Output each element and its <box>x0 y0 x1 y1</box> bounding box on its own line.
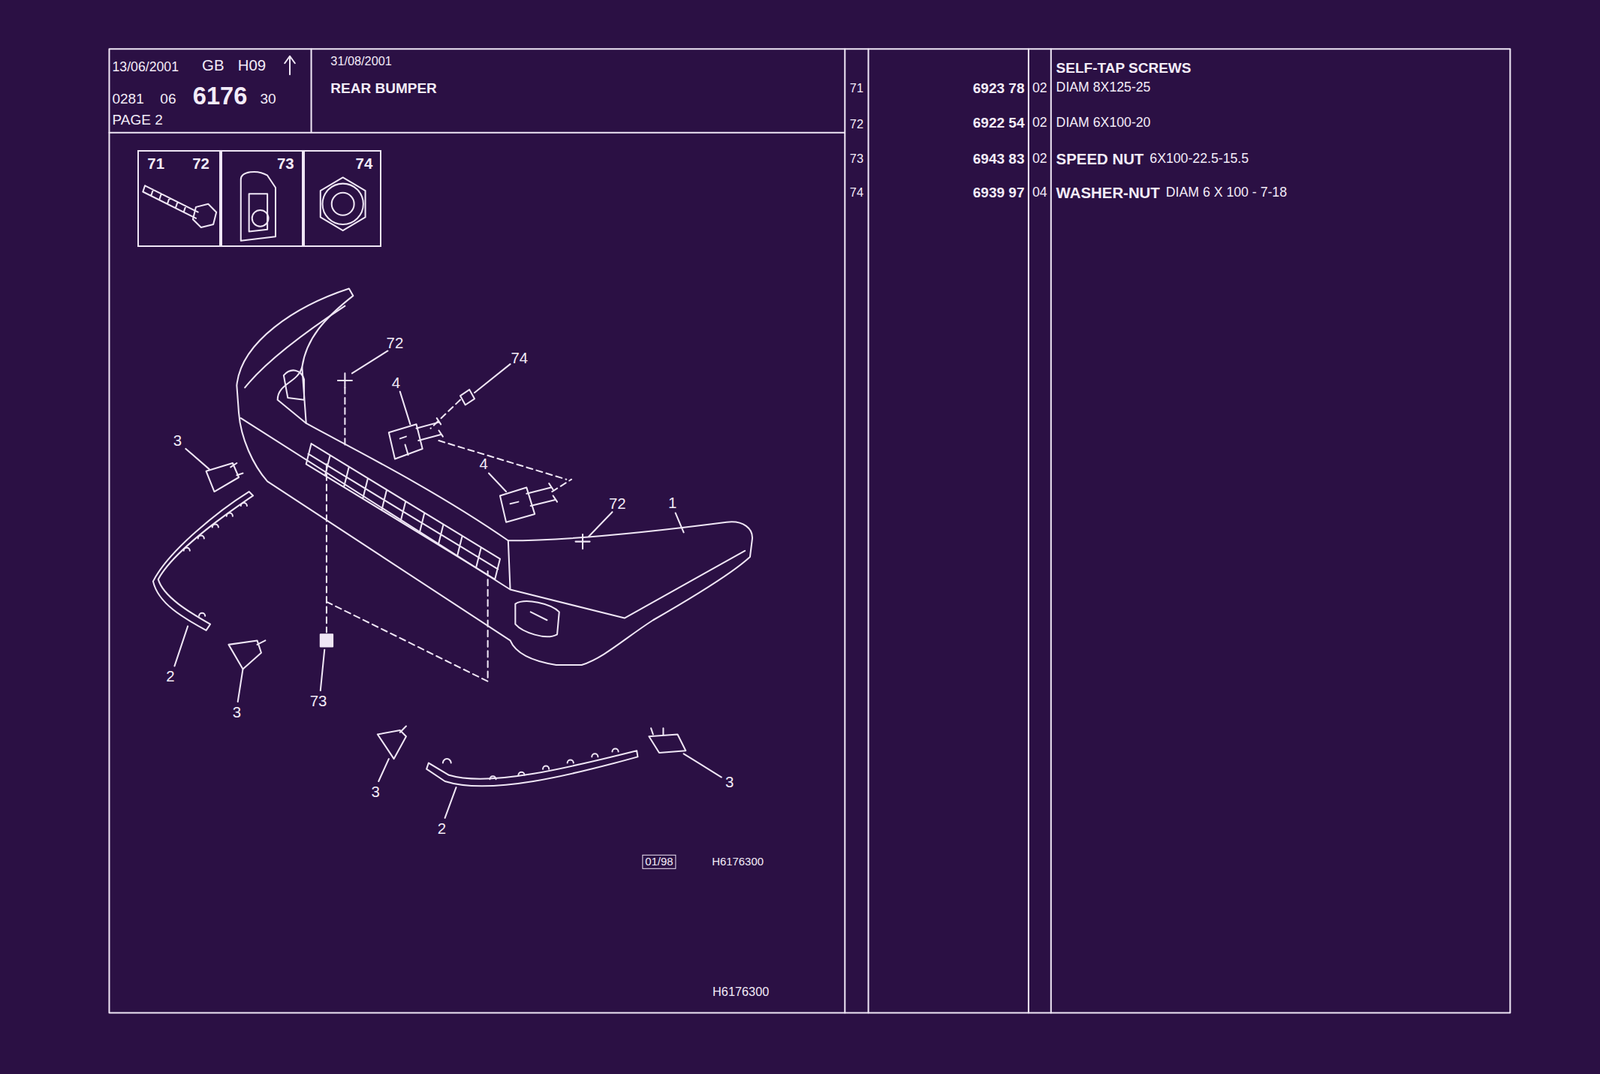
page-frame <box>108 48 1510 1013</box>
table-cell: 71 <box>849 81 864 96</box>
bumper-grille <box>306 443 501 580</box>
page-title: REAR BUMPER <box>330 81 437 97</box>
part-thumbnail: 74 <box>303 150 383 248</box>
header-text: GB <box>201 57 224 74</box>
table-cell: 6922 54 <box>973 115 1025 132</box>
table-cell: 73 <box>849 152 864 166</box>
bumper-edges <box>241 306 745 619</box>
callout-number: 72 <box>608 495 627 513</box>
screw-icon <box>142 185 198 218</box>
header-text: PAGE 2 <box>111 112 163 129</box>
callout-number: 74 <box>510 349 528 367</box>
table-cell: 72 <box>849 117 864 132</box>
callout-number: 3 <box>232 703 242 721</box>
header-text: 0281 <box>111 90 144 107</box>
table-cell: 6939 97 <box>973 184 1025 201</box>
strip-studs <box>183 503 248 617</box>
table-cell: 6943 83 <box>973 151 1025 168</box>
callout-number: 72 <box>386 334 404 351</box>
header-text: 06 <box>159 90 176 107</box>
leader-line <box>174 350 721 818</box>
drawing-code: 01/98 <box>641 855 676 869</box>
table-cell: DIAM 6X100-20 <box>1056 116 1152 131</box>
washer-nut <box>460 389 475 405</box>
nut-hole-icon <box>331 192 355 216</box>
header-text: 6176 <box>192 82 248 110</box>
table-cell: SPEED NUT <box>1056 150 1145 168</box>
part-thumbnail: 73 <box>220 150 304 248</box>
bumper-outline <box>236 289 753 666</box>
callout-number: 4 <box>479 455 489 473</box>
bracket-screws <box>416 418 443 441</box>
bumper-mount <box>283 370 305 400</box>
clip-icon <box>241 171 276 242</box>
callout-number: 3 <box>173 432 182 449</box>
strip-studs <box>442 748 619 780</box>
table-rules <box>108 48 1051 1013</box>
speed-nut <box>320 634 333 647</box>
callout-number: 1 <box>668 494 677 512</box>
trim-strip <box>153 491 254 631</box>
table-cell: 6923 78 <box>973 81 1025 97</box>
callout-number: 3 <box>370 783 380 800</box>
header-text: 30 <box>260 90 277 107</box>
callout-number: 2 <box>165 668 175 685</box>
callout-number: 73 <box>277 155 295 172</box>
callout-number: 2 <box>437 819 446 837</box>
end-clip <box>228 640 266 669</box>
trim-strip <box>426 750 638 787</box>
end-clip <box>648 728 686 754</box>
table-cell: 74 <box>849 186 864 200</box>
part-thumbnail: 71 72 <box>137 150 220 248</box>
nut-flange-icon <box>322 183 364 225</box>
callout-number: 74 <box>355 155 374 172</box>
assembly-line <box>326 387 572 681</box>
screw-mark <box>337 373 591 549</box>
table-cell: 6X100-22.5-15.5 <box>1149 151 1249 166</box>
table-cell: WASHER-NUT <box>1056 184 1161 202</box>
end-clip <box>377 726 407 760</box>
drawing-code: H6176300 <box>711 855 764 868</box>
bumper-lamp <box>515 601 559 637</box>
callout-number: 71 <box>147 155 165 172</box>
bracket-screws <box>526 483 558 507</box>
header-text: 13/06/2001 <box>111 60 179 75</box>
bracket <box>388 424 423 459</box>
callout-number: 73 <box>310 692 328 709</box>
arrow-symbol <box>284 56 296 75</box>
table-cell: DIAM 6 X 100 - 7-18 <box>1166 185 1287 200</box>
screw-head-icon <box>192 204 217 228</box>
table-cell: SELF-TAP SCREWS <box>1056 60 1192 77</box>
table-cell: 02 <box>1032 151 1048 166</box>
drawing-code: H6176300 <box>712 985 769 1000</box>
end-clip <box>206 463 244 492</box>
callout-number: 4 <box>391 373 401 391</box>
clip-nut-icon <box>252 210 269 227</box>
callout-number: 3 <box>725 774 734 791</box>
nut-icon <box>320 177 366 231</box>
table-cell: 02 <box>1032 116 1048 131</box>
header-text: 31/08/2001 <box>330 54 392 69</box>
callout-number: 72 <box>192 155 210 172</box>
header-text: H09 <box>238 57 266 74</box>
table-cell: DIAM 8X125-25 <box>1056 80 1152 95</box>
table-cell: 02 <box>1032 81 1048 97</box>
table-cell: 04 <box>1032 185 1048 200</box>
